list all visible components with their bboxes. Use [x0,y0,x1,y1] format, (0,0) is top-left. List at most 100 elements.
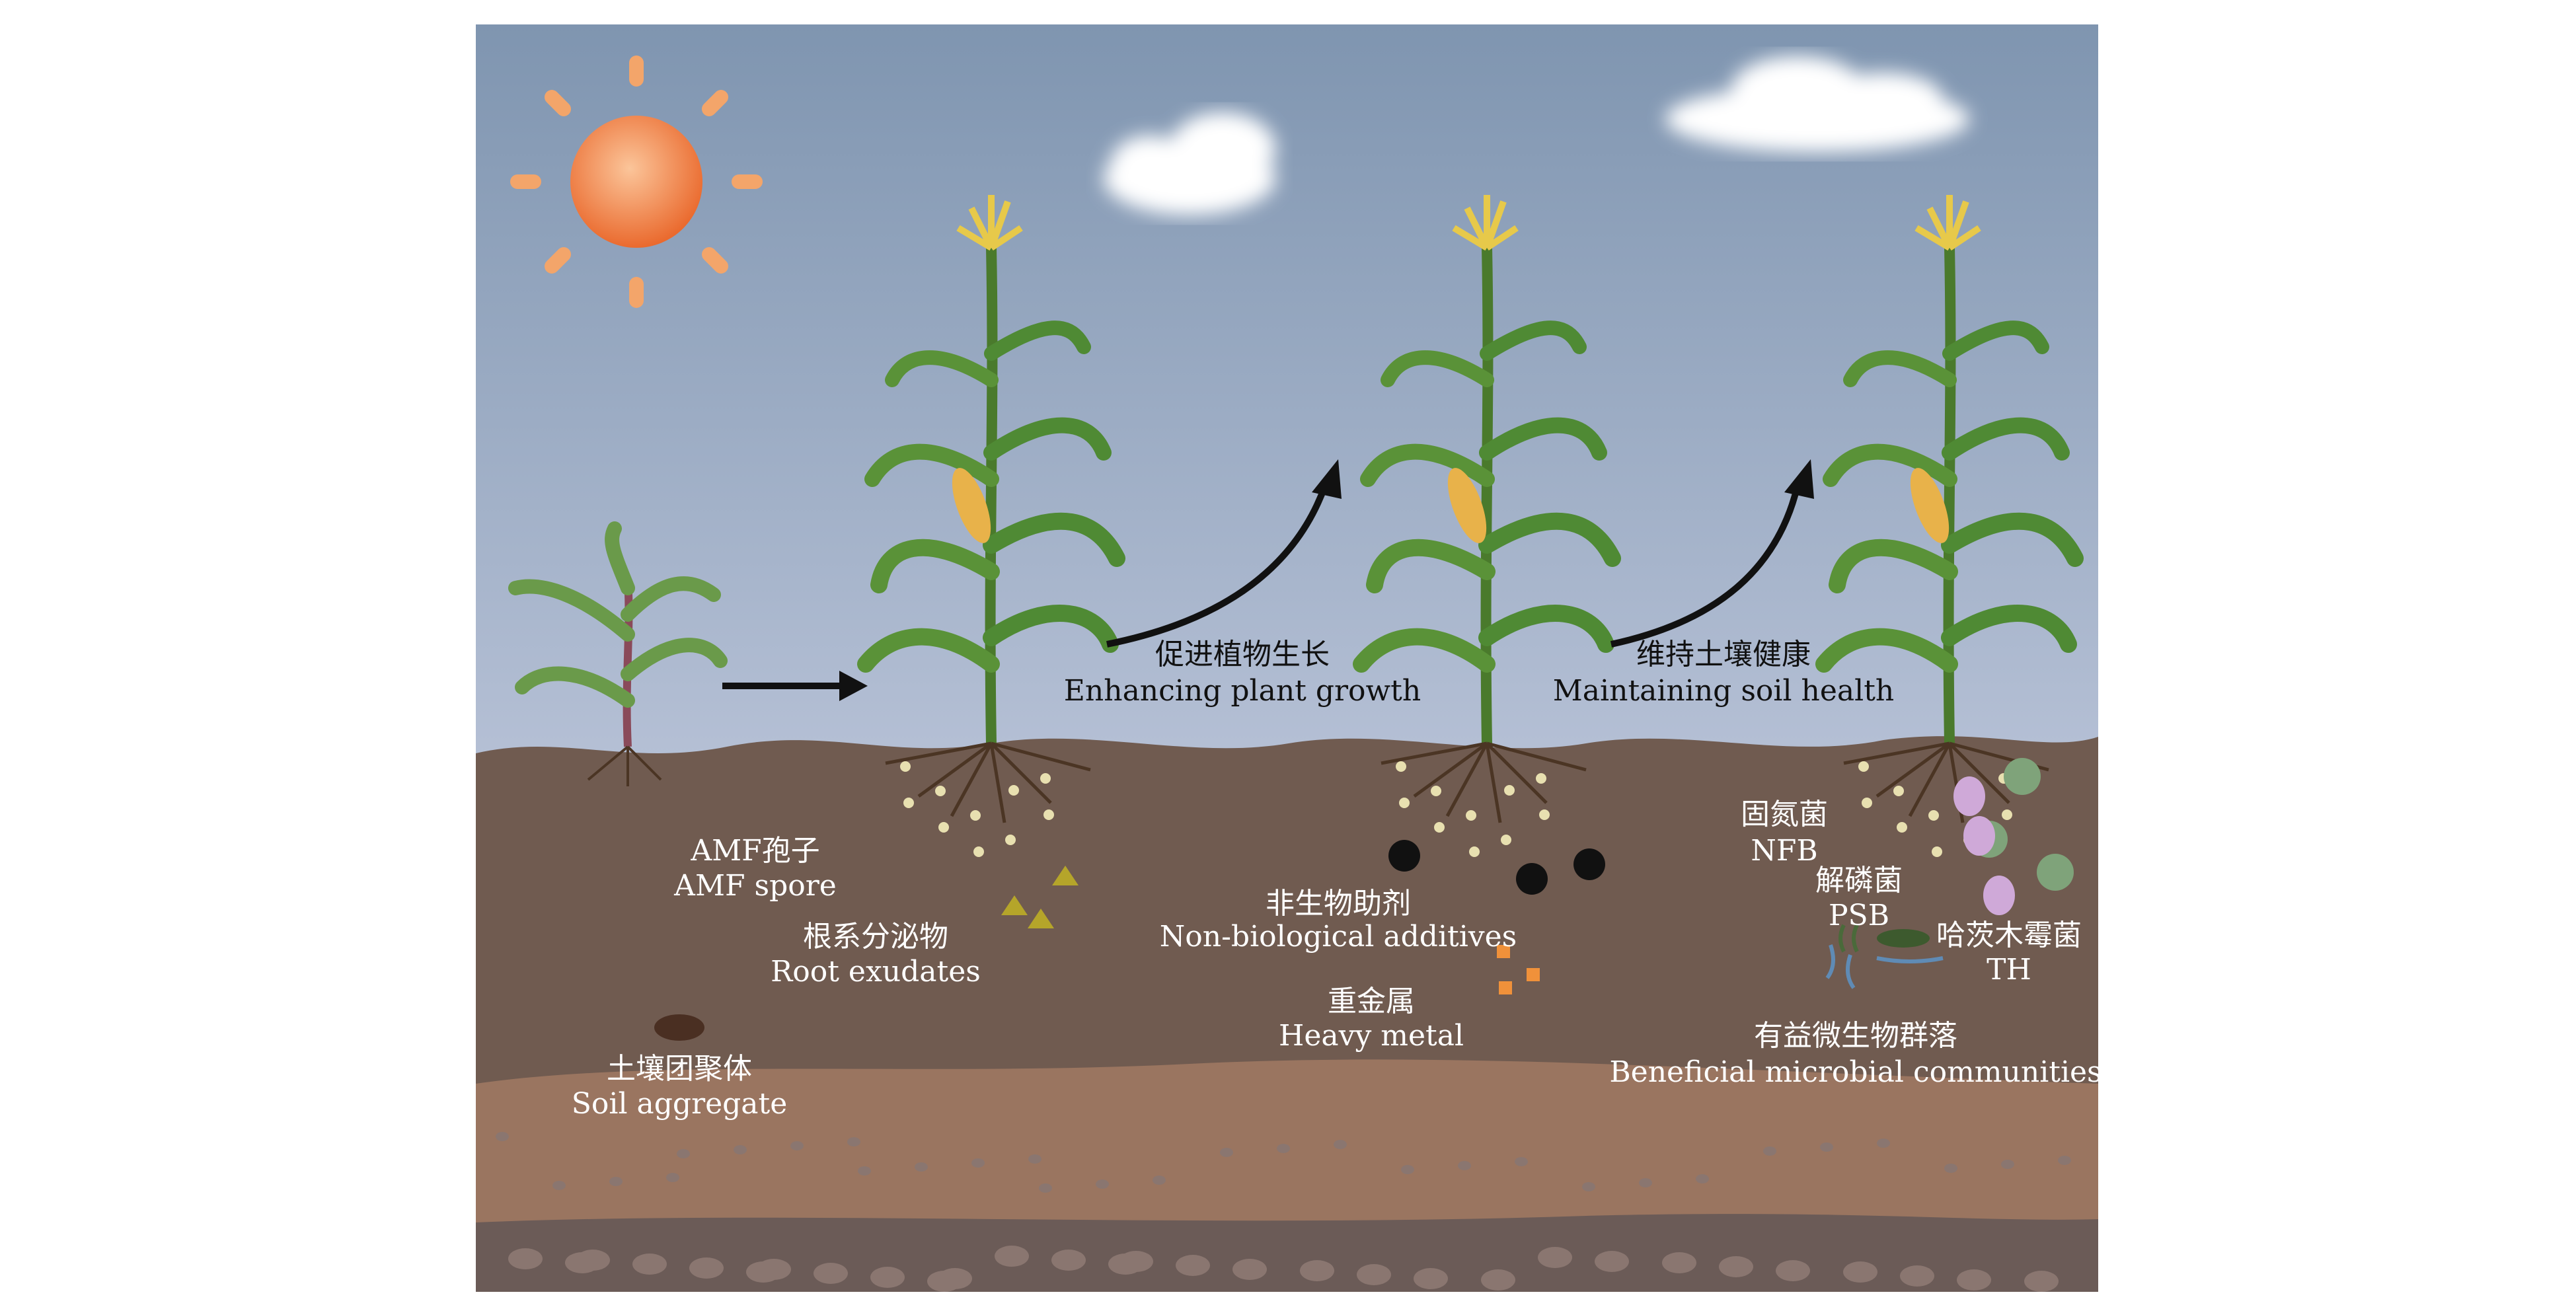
aggregate-label-cn: 土壤团聚体 [607,1052,752,1086]
arrow-label-cn-2: 维持土壤健康 [1636,638,1811,671]
arrow-label-en-1: Enhancing plant growth [1064,674,1421,708]
amf-spore [1536,773,1546,784]
amf-spore [1504,785,1515,796]
rock [995,1246,1029,1267]
rock [1277,1144,1290,1153]
rocks [496,1132,2071,1292]
amf-spore [1005,835,1016,845]
amf-spore [1893,786,1904,796]
rock [609,1177,623,1186]
rock [1776,1260,1810,1281]
amf-spore [2002,809,2012,820]
rock [1900,1265,1934,1287]
rock [2058,1156,2071,1165]
rock [666,1173,679,1182]
th-label-cn: 哈茨木霉菌 [1936,918,2082,952]
curved-arrow-1 [1106,459,1342,648]
rock [1176,1255,1210,1276]
non-biological-additives [1388,840,1605,895]
rock [1820,1142,1833,1152]
rock [1515,1157,1528,1166]
rock [1458,1161,1471,1170]
rock [1300,1260,1334,1281]
psb-label-en: PSB [1829,899,1889,932]
root-label-cn: 根系分泌物 [803,920,948,954]
rock [1662,1252,1696,1273]
rock [1481,1269,1515,1291]
rock [915,1162,928,1172]
amf-spore [900,761,911,772]
amf-label-cn: AMF孢子 [690,834,819,868]
curved-arrow-2 [1610,459,1814,648]
rock [1595,1251,1629,1272]
psb-label-cn: 解磷菌 [1815,864,1903,897]
cloud-1 [1104,112,1275,215]
amf-spores [900,761,2012,857]
root-label-en: Root exudates [771,955,981,989]
metal-label-en: Heavy metal [1279,1019,1464,1053]
rock [565,1252,599,1273]
nonbio-label-cn: 非生物助剂 [1266,887,1411,920]
rock [1957,1269,1991,1291]
rock [1877,1139,1890,1148]
nfb-label-en: NFB [1751,834,1817,868]
rock [508,1248,543,1269]
amf-spore [1858,761,1869,772]
nonbio-label-en: Non-biological additives [1160,920,1517,954]
rock [1357,1264,1391,1285]
aggregate-label-en: Soil aggregate [572,1087,788,1121]
amf-spore [1928,810,1939,821]
rock [1763,1146,1776,1156]
rock [552,1181,566,1190]
amf-spore [1040,773,1051,784]
rock [1414,1268,1448,1289]
amf-spore [1431,786,1441,796]
amf-spore [1396,761,1406,772]
amf-spore [1932,846,1942,857]
amf-spore [1434,822,1445,833]
seedling [508,521,728,786]
rock [790,1141,804,1150]
rock [2024,1271,2059,1292]
rock [1538,1247,1572,1268]
rock [1096,1180,1109,1189]
amf-spore [1501,835,1511,845]
rock [1401,1165,1414,1174]
amf-spore [1399,798,1410,808]
rock [1843,1261,1877,1283]
rock [1039,1183,1052,1193]
amf-spore [1539,809,1550,820]
microbial-community [1825,924,1944,989]
rock [734,1145,747,1154]
rock [1334,1140,1347,1149]
rock [1719,1256,1753,1277]
amf-spore [903,798,914,808]
rock [632,1254,667,1275]
sun [510,56,763,308]
bmc-label-en: Beneficial microbial communities [1609,1055,2102,1089]
rock [1696,1174,1709,1183]
cloud-2 [1665,56,1969,152]
rock [1582,1182,1595,1191]
heavy-metal-squares [1497,945,1540,994]
rock [1108,1254,1143,1275]
rock [1639,1178,1652,1187]
nfb-label-cn: 固氮菌 [1741,798,1828,831]
straight-arrow [722,671,868,701]
amf-spore [1466,810,1476,821]
metal-label-cn: 重金属 [1328,985,1415,1018]
amf-label-en: AMF spore [673,869,837,903]
amf-spore [938,822,949,833]
rock [1232,1259,1267,1280]
rock [858,1166,871,1176]
amf-spore [935,786,946,796]
arrow-label-cn-1: 促进植物生长 [1155,638,1330,671]
amf-spore [1469,846,1480,857]
amf-spore [1897,822,1907,833]
amf-spore [973,846,984,857]
amf-spore [1008,785,1019,796]
amf-spore [1862,798,1872,808]
arrow-label-en-2: Maintaining soil health [1553,674,1894,708]
rock [847,1137,860,1146]
